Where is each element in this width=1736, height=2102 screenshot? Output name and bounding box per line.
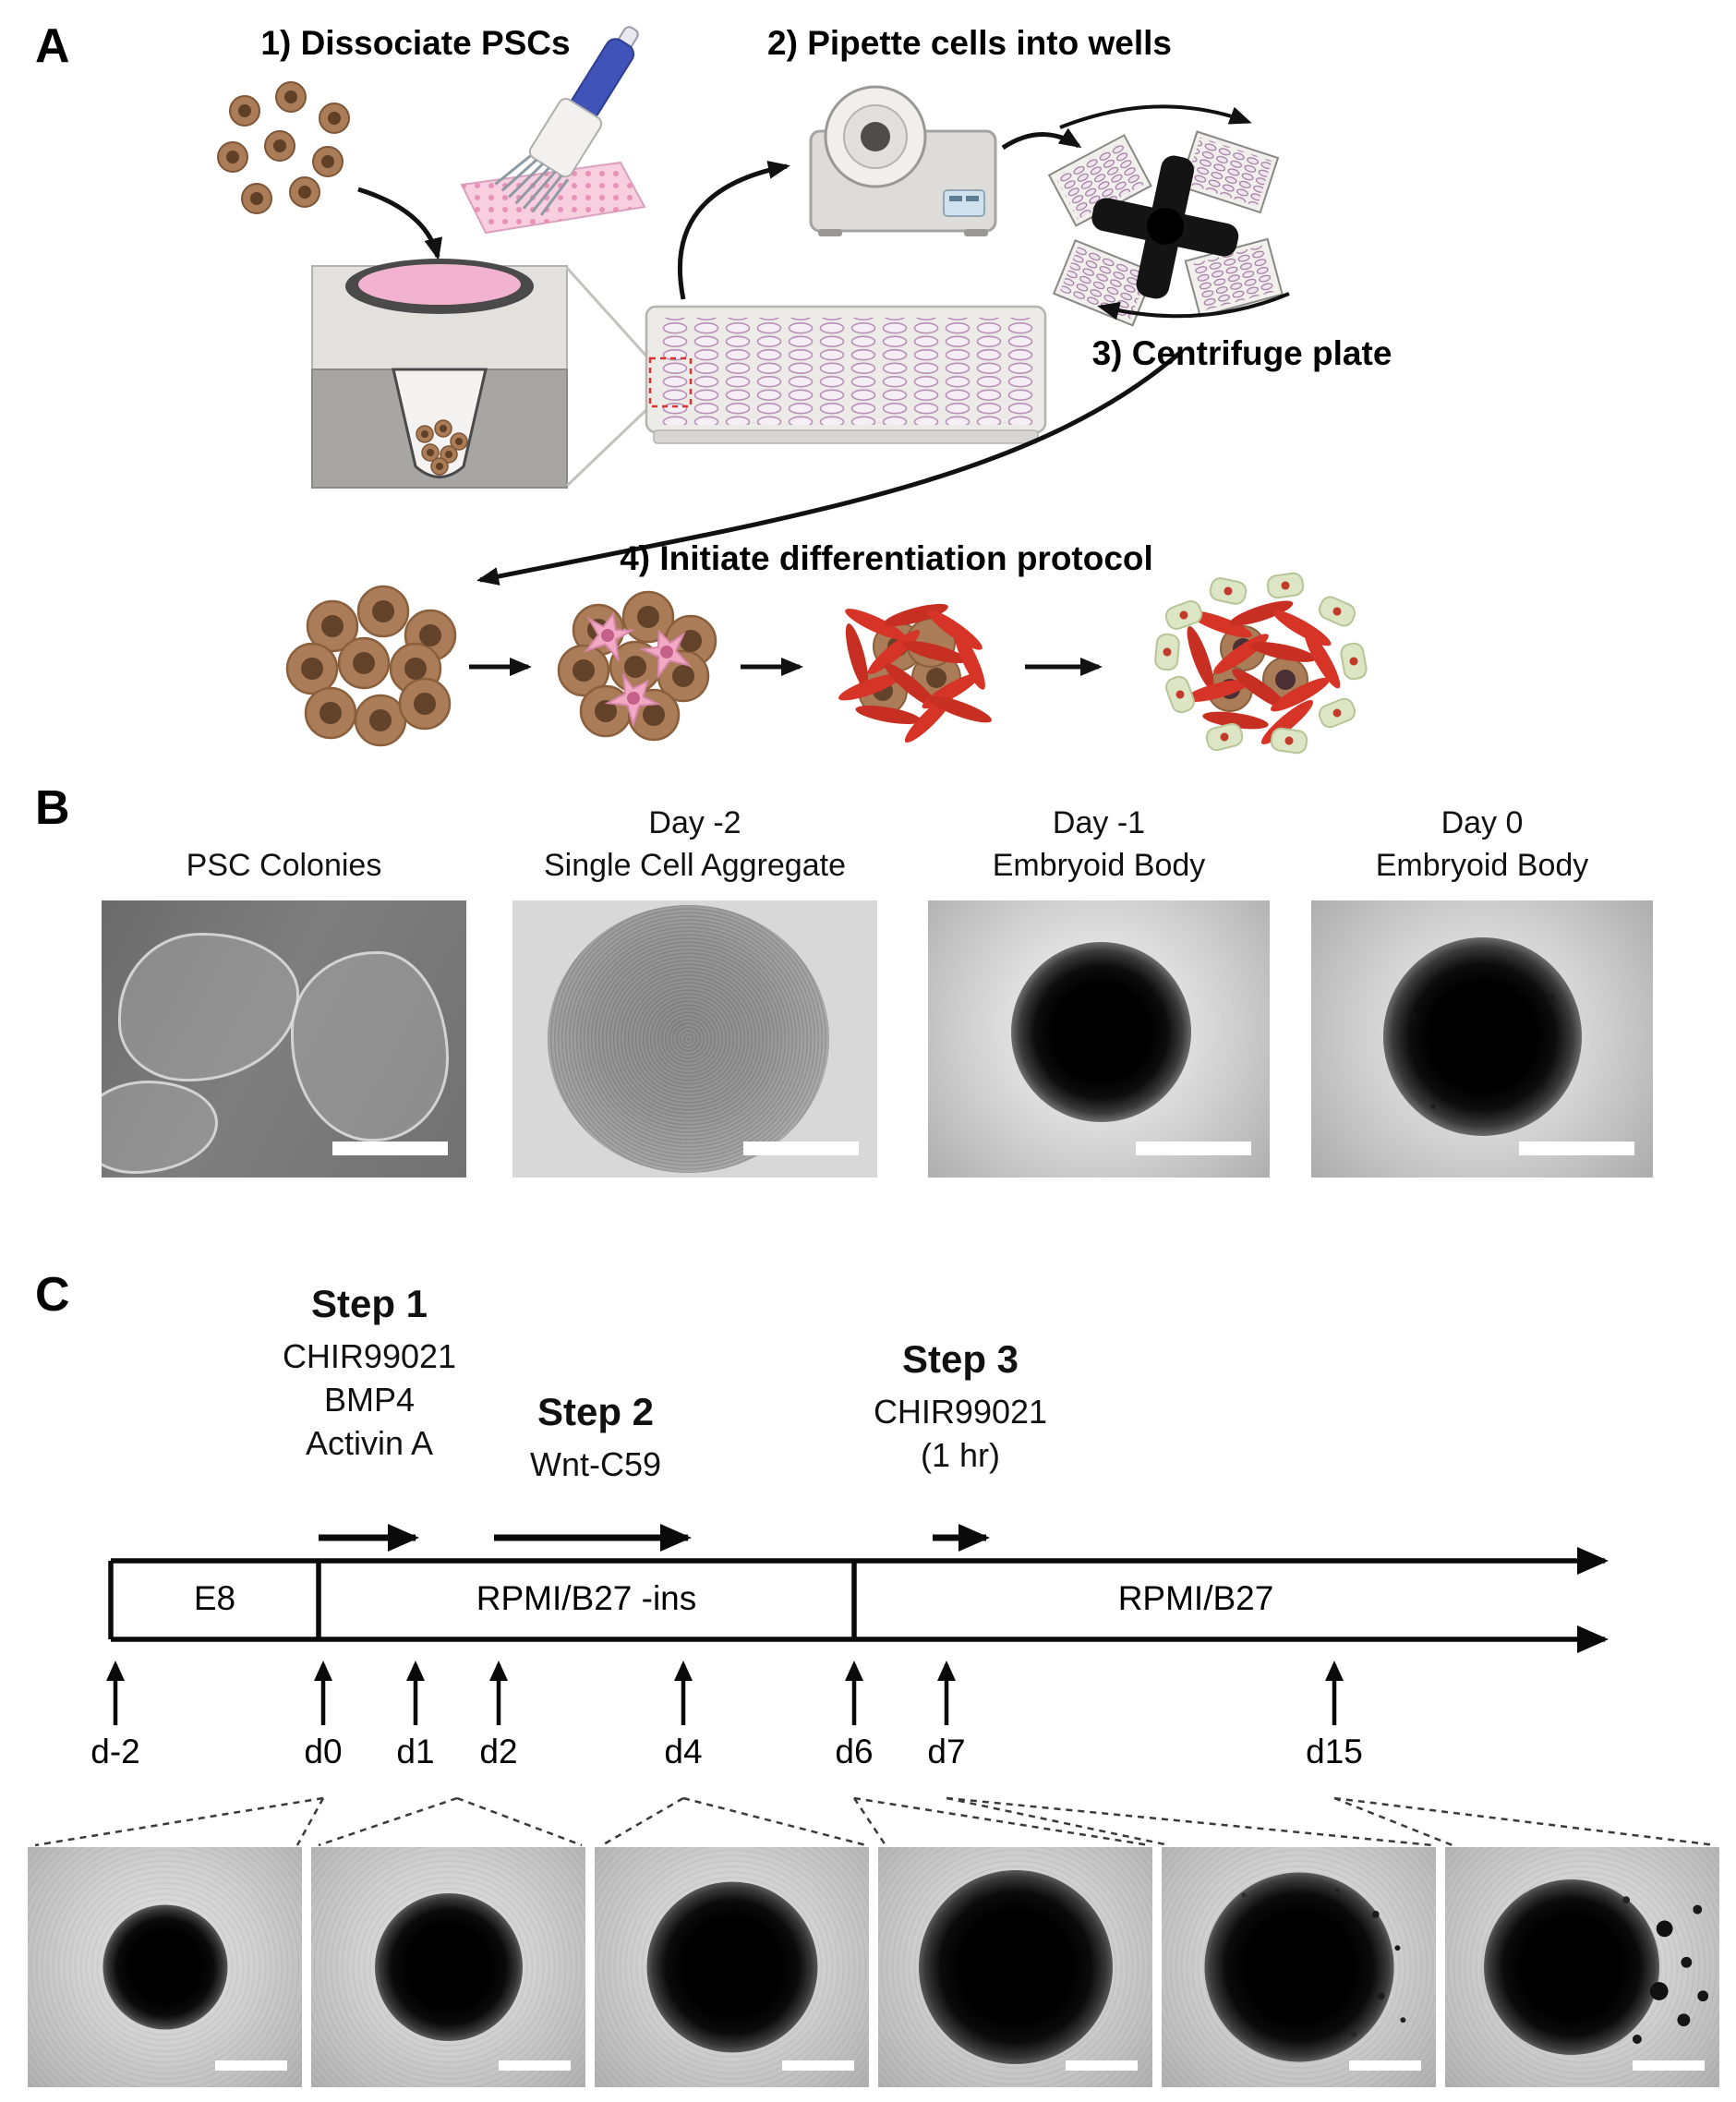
scale-bar bbox=[1349, 2060, 1421, 2071]
ebody-micrograph-3 bbox=[595, 1847, 869, 2087]
step2-label: 2) Pipette cells into wells bbox=[767, 24, 1172, 62]
colony-shape bbox=[291, 951, 449, 1142]
embryoid-body bbox=[374, 1893, 523, 2041]
timepoint-label: d4 bbox=[664, 1733, 703, 1770]
scale-bar bbox=[1519, 1142, 1634, 1155]
cell-aggregate bbox=[548, 905, 829, 1173]
embryoid-body bbox=[1383, 937, 1582, 1136]
panel-b-label: B bbox=[35, 781, 70, 835]
scale-bar bbox=[743, 1142, 859, 1155]
micrograph-day: Day -2 bbox=[648, 805, 741, 840]
highlighted-well-outline bbox=[648, 356, 693, 408]
psc-colonies-micrograph bbox=[102, 900, 466, 1178]
arrow-plate-to-centrifuge bbox=[678, 160, 790, 300]
scale-bar bbox=[1136, 1142, 1251, 1155]
scale-bar bbox=[215, 2060, 287, 2071]
step1-label: 1) Dissociate PSCs bbox=[260, 24, 571, 62]
step-factor: CHIR99021 bbox=[873, 1393, 1048, 1431]
zoom-lines bbox=[565, 266, 652, 488]
step-factor: Activin A bbox=[305, 1423, 434, 1462]
ebody-micrograph-6 bbox=[1445, 1847, 1719, 2087]
arrow-cells-to-dish bbox=[357, 187, 443, 260]
embryoid-body bbox=[918, 1870, 1113, 2064]
spinning-plates-illustration bbox=[1047, 104, 1290, 327]
step3-label: 3) Centrifuge plate bbox=[1091, 334, 1392, 372]
timepoint-label: d6 bbox=[835, 1733, 874, 1770]
micrograph-caption: Single Cell Aggregate bbox=[543, 848, 846, 883]
step-title: Step 3 bbox=[901, 1337, 1019, 1381]
ebody-micrograph-5 bbox=[1162, 1847, 1436, 2087]
scale-bar bbox=[332, 1142, 448, 1155]
colony-shape bbox=[118, 933, 299, 1081]
scale-bar bbox=[1066, 2060, 1138, 2071]
ebody-micrograph-1 bbox=[28, 1847, 302, 2087]
cell-debris bbox=[1445, 1847, 1719, 2087]
step-factor: CHIR99021 bbox=[282, 1337, 457, 1375]
micrograph-caption: Embryoid Body bbox=[992, 848, 1206, 883]
timepoint-label: d-2 bbox=[90, 1733, 140, 1770]
panel-a-label: A bbox=[35, 19, 70, 73]
step-factor: (1 hr) bbox=[920, 1435, 1000, 1474]
step-title: Step 2 bbox=[536, 1390, 655, 1433]
well-crosssection-illustration bbox=[311, 259, 568, 489]
mature-organoid-illustration bbox=[1154, 572, 1368, 755]
timepoint-arrows bbox=[106, 1661, 1344, 1725]
dissociated-cells-illustration bbox=[217, 81, 350, 214]
panel-c-label: C bbox=[35, 1268, 70, 1322]
dashed-connectors bbox=[34, 1796, 1717, 1847]
step-factor: BMP4 bbox=[323, 1380, 416, 1419]
embryoid-body bbox=[1011, 942, 1191, 1122]
step-title: Step 1 bbox=[310, 1282, 428, 1325]
medium-label-rpmi-b27: RPMI/B27 bbox=[1117, 1579, 1274, 1617]
scale-bar bbox=[782, 2060, 854, 2071]
96-well-plate-illustration bbox=[645, 305, 1047, 444]
single-cell-aggregate-micrograph bbox=[512, 900, 877, 1178]
rotation-arrow-bottom bbox=[1097, 292, 1290, 320]
timepoint-label: d0 bbox=[304, 1733, 343, 1770]
timepoint-label: d2 bbox=[479, 1733, 518, 1770]
scale-bar bbox=[1633, 2060, 1705, 2071]
embryoid-body-day0-micrograph bbox=[1311, 900, 1653, 1178]
protocol-step-3: Step 3 CHIR99021 (1 hr) bbox=[813, 1337, 1108, 1478]
micrograph-day: Day -1 bbox=[1052, 805, 1146, 840]
timepoint-label: d15 bbox=[1306, 1733, 1363, 1770]
colony-shape bbox=[102, 1081, 218, 1174]
micrograph-day: Day 0 bbox=[1441, 805, 1524, 840]
ebody-micrograph-4 bbox=[878, 1847, 1152, 2087]
cardiomyocyte-aggregate-illustration bbox=[838, 603, 992, 743]
ebody-micrograph-2 bbox=[311, 1847, 585, 2087]
medium-label-rpmi-b27-ins: RPMI/B27 -ins bbox=[476, 1579, 697, 1617]
protocol-step-1: Step 1 CHIR99021 BMP4 Activin A bbox=[217, 1282, 522, 1465]
rotation-arrow-top bbox=[1059, 104, 1252, 129]
embryoid-body-day-minus1-micrograph bbox=[928, 900, 1270, 1178]
timepoint-label: d7 bbox=[927, 1733, 966, 1770]
psc-aggregate-illustration bbox=[285, 585, 457, 747]
step4-label: 4) Initiate differentiation protocol bbox=[620, 539, 1153, 577]
workflow-illustration bbox=[217, 26, 1368, 755]
protocol-step-2: Step 2 Wnt-C59 bbox=[448, 1390, 743, 1487]
micrograph-caption: Embryoid Body bbox=[1375, 848, 1589, 883]
micrograph-caption: PSC Colonies bbox=[186, 848, 382, 883]
centrifuge-illustration bbox=[809, 85, 997, 236]
step-factor: Wnt-C59 bbox=[529, 1445, 662, 1483]
arrow-centrifuge-to-rotor bbox=[1001, 127, 1082, 151]
early-mesoderm-aggregate-illustration bbox=[557, 590, 717, 742]
medium-label-e8: E8 bbox=[193, 1579, 236, 1617]
timepoint-label: d1 bbox=[396, 1733, 435, 1770]
embryoid-body bbox=[102, 1904, 227, 2030]
embryoid-body bbox=[646, 1881, 817, 2053]
cell-debris bbox=[1162, 1847, 1436, 2087]
scale-bar bbox=[499, 2060, 571, 2071]
